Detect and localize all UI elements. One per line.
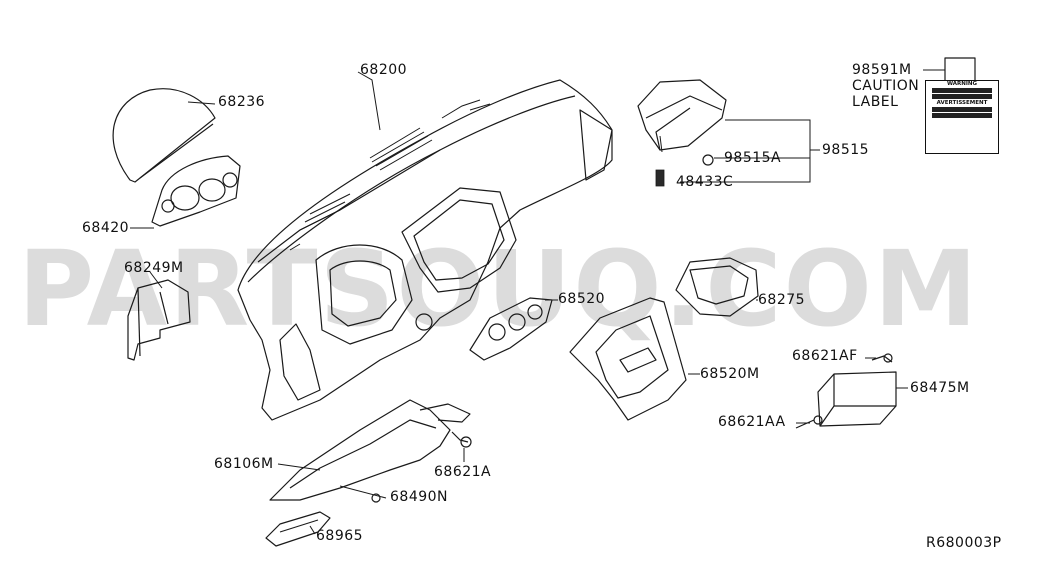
lower-cover-part (269, 399, 472, 501)
label-98591M: 98591M (852, 62, 912, 78)
label-68200: 68200 (360, 62, 408, 78)
bracket-part (127, 279, 191, 361)
center-panel-part (569, 297, 687, 421)
label-98515: 98515 (822, 142, 870, 158)
meter-hood-part (112, 88, 216, 183)
watermark: PARTSOUQ.COM (18, 228, 980, 350)
label-68965: 68965 (316, 528, 364, 544)
caution-label-tag (944, 57, 976, 83)
caution-line2: LABEL (852, 94, 899, 110)
label-48433C: 48433C (676, 174, 734, 190)
label-68475M: 68475M (910, 380, 970, 396)
leader-lines (130, 69, 945, 535)
airbag-bracket-part (637, 79, 727, 187)
diagram-code: R680003P (926, 535, 1002, 551)
avertissement-heading: AVERTISSEMENT (936, 100, 988, 106)
label-68490N: 68490N (390, 489, 449, 505)
label-68621AF: 68621AF (792, 348, 858, 364)
label-68621A: 68621A (434, 464, 492, 480)
label-68249M: 68249M (124, 260, 184, 276)
label-68275: 68275 (758, 292, 806, 308)
label-68520M: 68520M (700, 366, 760, 382)
pocket-part (795, 353, 897, 429)
instrument-panel-part (237, 79, 613, 421)
warning-heading: WARNING (946, 81, 978, 87)
caution-label-part: 98591M CAUTION LABEL (852, 62, 919, 110)
label-68520: 68520 (558, 291, 606, 307)
cluster-lid-part (151, 155, 241, 227)
caution-line1: CAUTION (852, 78, 920, 94)
console-box-part (675, 257, 759, 317)
label-68621AA: 68621AA (718, 414, 786, 430)
label-68106M: 68106M (214, 456, 274, 472)
label-68420: 68420 (82, 220, 130, 236)
label-98515A: 98515A (724, 150, 782, 166)
label-68236: 68236 (218, 94, 266, 110)
trim-strip-part (265, 511, 331, 547)
vent-cluster-part (469, 297, 553, 361)
caution-label-graphic: WARNING AVERTISSEMENT (925, 80, 999, 154)
